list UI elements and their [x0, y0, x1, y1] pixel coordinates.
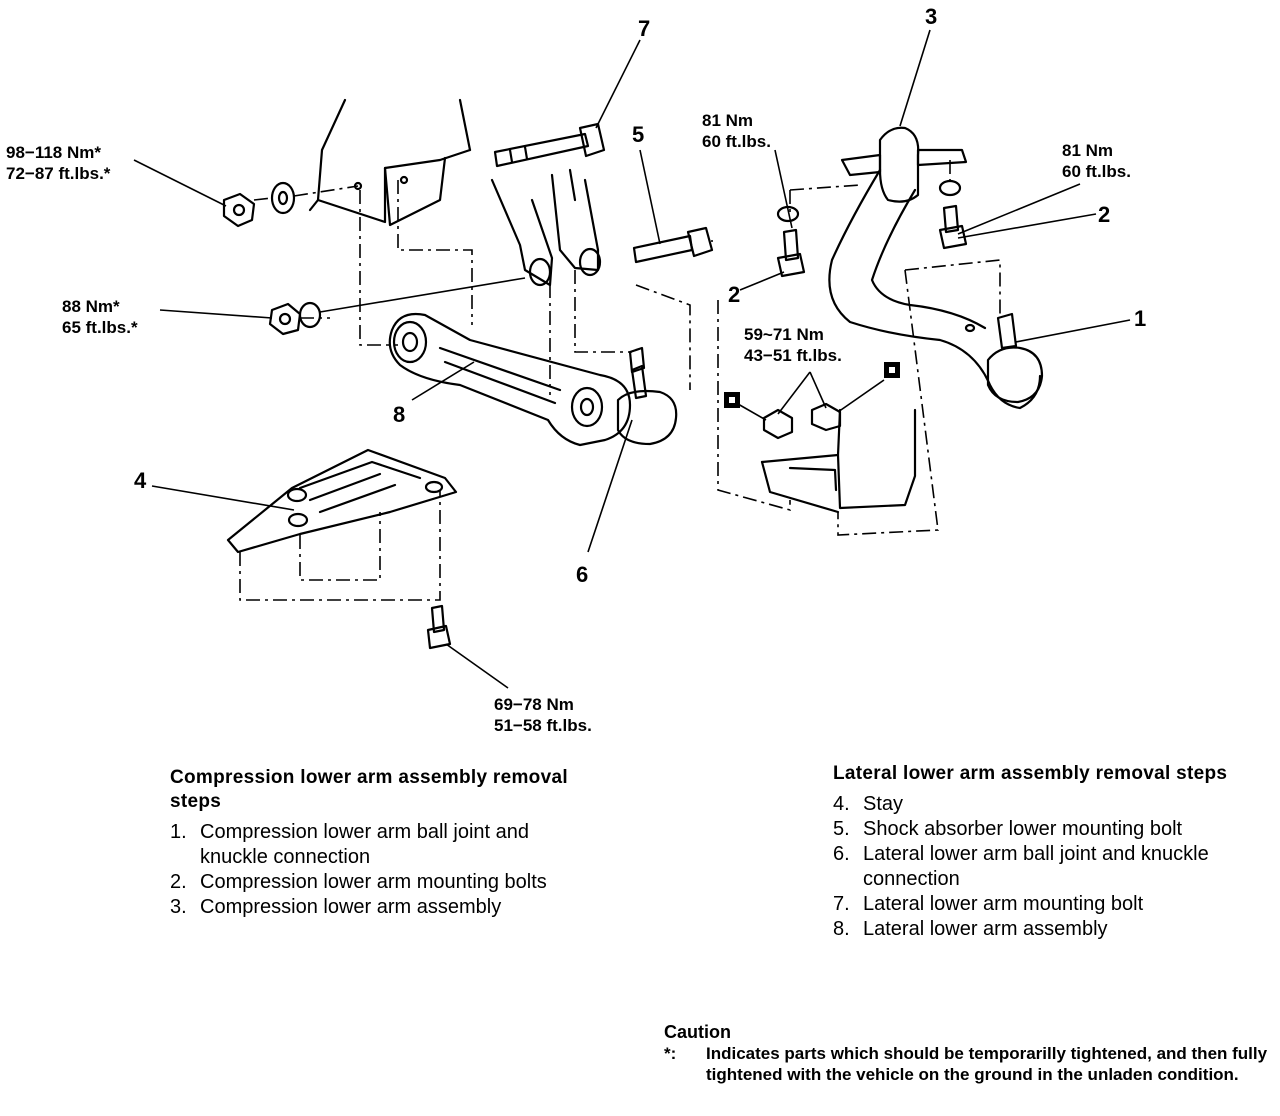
step-number: 8.	[833, 918, 850, 940]
bolt-69	[426, 604, 452, 650]
step-number: 6.	[833, 843, 850, 865]
step-number: 7.	[833, 893, 850, 915]
caution-marker: *:	[664, 1044, 677, 1063]
stay-4	[226, 448, 458, 554]
ball-joint-1	[986, 312, 1044, 404]
torque-nm: 81 Nm	[702, 111, 754, 130]
step-text: Compression lower arm mounting bolts	[200, 871, 547, 893]
list-item: 8. Lateral lower arm assembly	[833, 917, 1233, 942]
list-item: 5. Shock absorber lower mounting bolt	[833, 817, 1233, 842]
part-number-5: 5	[632, 122, 645, 147]
bolt-2-left	[776, 205, 806, 278]
torque-callout-98-118: 98−118 Nm* 72−87 ft.lbs.*	[6, 142, 110, 184]
caution-text: Indicates parts which should be temporar…	[706, 1044, 1268, 1084]
compression-lower-arm	[828, 126, 1042, 410]
nuts-59	[762, 402, 842, 440]
torque-ftlbs: 60 ft.lbs.	[1062, 162, 1131, 181]
body-bracket	[308, 98, 472, 227]
list-item: 1. Compression lower arm ball joint and …	[170, 820, 590, 870]
torque-callout-69-78: 69−78 Nm 51−58 ft.lbs.	[494, 694, 592, 736]
lateral-removal-steps: Lateral lower arm assembly removal steps…	[833, 762, 1233, 942]
torque-nm: 98−118 Nm*	[6, 143, 101, 162]
bolt-5	[632, 226, 714, 264]
nut-88	[268, 301, 322, 336]
part-number-3: 3	[925, 4, 938, 29]
bolt-7	[493, 122, 606, 168]
caution-title: Caution	[664, 1022, 731, 1042]
part-number-2: 2	[1098, 202, 1111, 227]
step-text: Lateral lower arm mounting bolt	[863, 893, 1144, 915]
part-number-2: 2	[728, 282, 741, 307]
part-number-6: 6	[576, 562, 589, 587]
step-text: Compression lower arm ball joint and knu…	[200, 821, 530, 868]
ball-joint-6	[616, 346, 678, 446]
list-item: 7. Lateral lower arm mounting bolt	[833, 892, 1233, 917]
torque-nm: 59~71 Nm	[744, 325, 824, 344]
torque-callout-88: 88 Nm* 65 ft.lbs.*	[62, 296, 138, 338]
knuckle-bracket	[760, 408, 917, 514]
torque-nm: 88 Nm*	[62, 297, 120, 316]
step-number: 2.	[170, 871, 187, 893]
nut-98	[222, 192, 256, 228]
suspension-exploded-illustration	[133, 29, 1131, 689]
compression-removal-steps: Compression lower arm assembly removal s…	[170, 766, 590, 920]
bolt-2-right	[938, 179, 968, 250]
arm-mount-bracket	[490, 168, 602, 287]
step-text: Shock absorber lower mounting bolt	[863, 818, 1183, 840]
part-number-8: 8	[393, 402, 406, 427]
lateral-lower-arm	[388, 312, 632, 447]
torque-callout-81-left: 81 Nm 60 ft.lbs.	[702, 110, 771, 152]
torque-callout-59-71: 59~71 Nm 43−51 ft.lbs.	[744, 324, 842, 366]
torque-nm: 81 Nm	[1062, 141, 1114, 160]
torque-callout-81-right: 81 Nm 60 ft.lbs.	[1062, 140, 1131, 182]
list-item: 6. Lateral lower arm ball joint and knuc…	[833, 842, 1233, 892]
list-item: 3. Compression lower arm assembly	[170, 895, 590, 920]
step-number: 4.	[833, 793, 850, 815]
compression-heading: Compression lower arm assembly removal s…	[170, 767, 568, 812]
washer-98	[270, 181, 296, 215]
part-number-7: 7	[638, 16, 651, 41]
step-number: 5.	[833, 818, 850, 840]
torque-ftlbs: 43−51 ft.lbs.	[744, 346, 842, 365]
step-text: Lateral lower arm assembly	[863, 918, 1108, 940]
list-item: 4. Stay	[833, 792, 1233, 817]
lateral-heading: Lateral lower arm assembly removal steps	[833, 763, 1228, 784]
list-item: 2. Compression lower arm mounting bolts	[170, 870, 590, 895]
new-part-marker	[724, 362, 900, 408]
part-number-1: 1	[1134, 306, 1147, 331]
step-text: Lateral lower arm ball joint and knuckle…	[863, 843, 1209, 890]
step-text: Stay	[863, 793, 904, 815]
step-text: Compression lower arm assembly	[200, 896, 502, 918]
torque-ftlbs: 72−87 ft.lbs.*	[6, 164, 111, 183]
step-number: 1.	[170, 821, 187, 843]
caution-note: Caution *: Indicates parts which should …	[664, 1022, 1276, 1085]
step-number: 3.	[170, 896, 187, 918]
torque-ftlbs: 51−58 ft.lbs.	[494, 716, 592, 735]
part-number-4: 4	[134, 468, 147, 493]
torque-nm: 69−78 Nm	[494, 695, 574, 714]
torque-ftlbs: 65 ft.lbs.*	[62, 318, 138, 337]
torque-ftlbs: 60 ft.lbs.	[702, 132, 771, 151]
